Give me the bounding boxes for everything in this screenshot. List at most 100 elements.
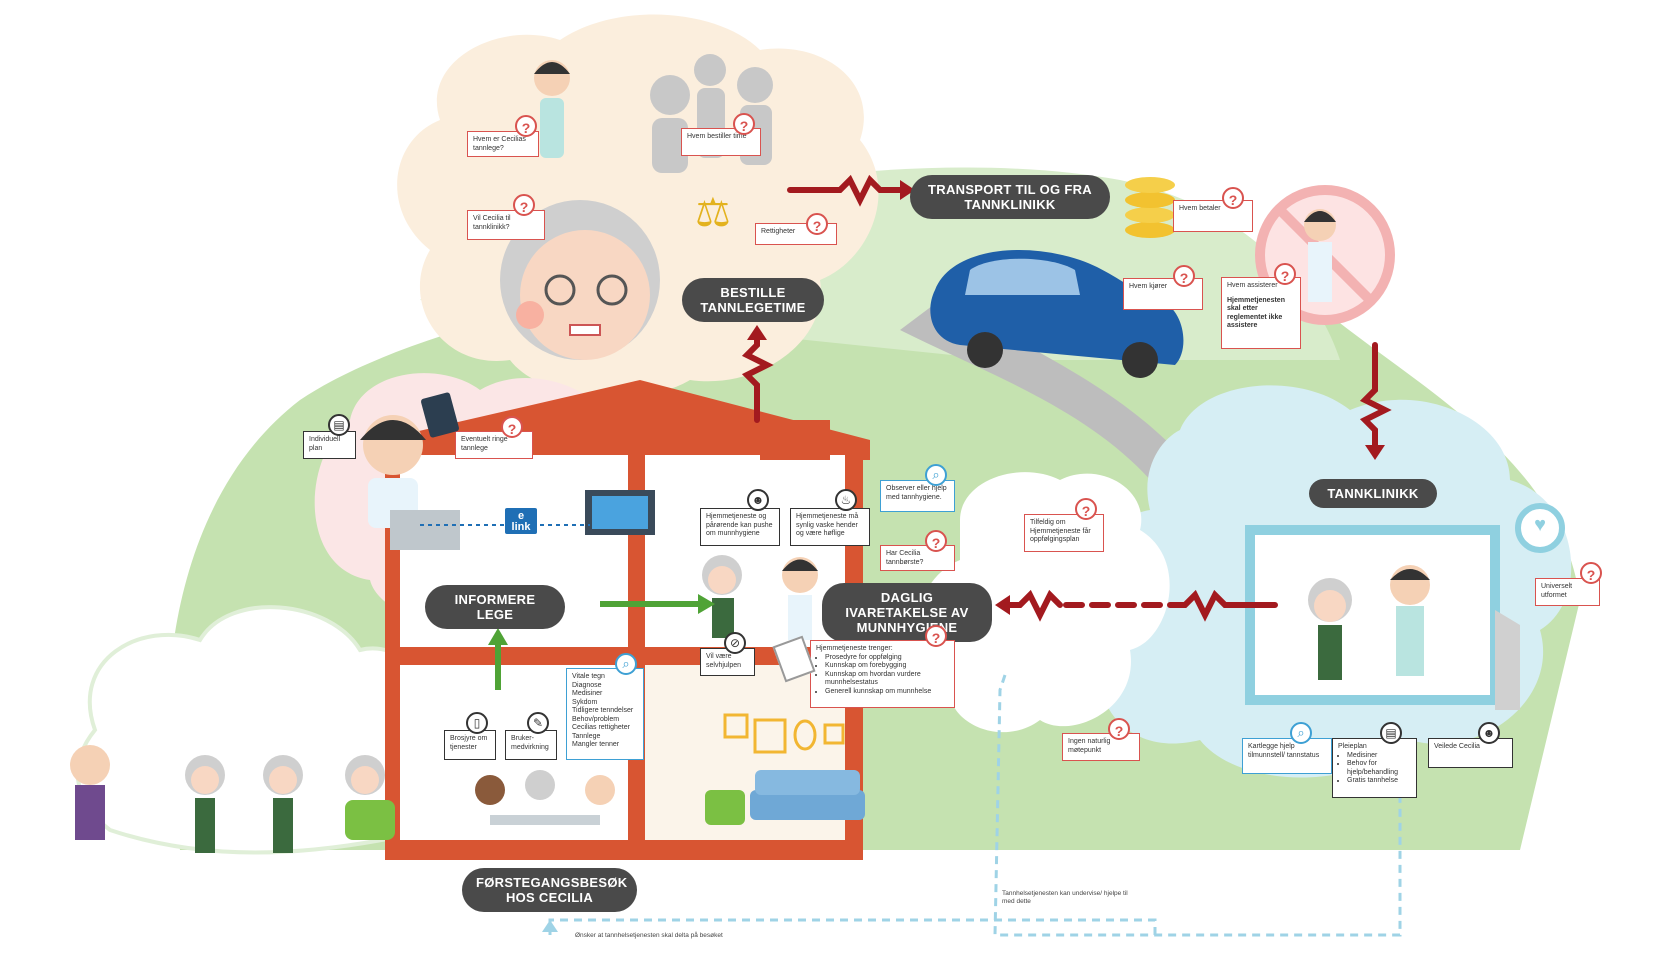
question-icon: ? [501,416,523,438]
arrow-to-daglig [1167,589,1278,622]
armchair [705,790,745,825]
tooth-icon: ♥ [1534,514,1546,536]
nurse-prohibited [1304,209,1336,302]
question-icon: ? [1108,718,1130,740]
list-item: Cecilias rettigheter [572,724,630,731]
multitask-figure [70,745,110,840]
note-veilede: Veilede Cecilia [1428,738,1513,768]
note-hvem-betaler: Hvem betaler [1173,200,1253,232]
stage-daglig: DAGLIG IVARETAKELSE AV MUNNHYGIENE [822,583,992,642]
stage-forstegang: FØRSTEGANGSBESØK HOS CECILIA [462,868,637,912]
note-hjemme-trenger: Hjemmetjeneste trenger: Prosedyre for op… [810,640,955,708]
question-icon: ? [733,113,755,135]
note-vil-cecilia: Vil Cecilia til tannklinikk? [467,210,545,240]
people [70,54,1430,853]
note-kartlegge: Kartlegge hjelp tilmunnstell/ tannstatus [1242,738,1332,774]
note-brukermedvirkning: Bruker-medvirkning [505,730,557,760]
handwash-icon: ♨ [835,489,857,511]
note-hvem-assisterer: Hvem assisterer Hjemmetjenesten skal ett… [1221,277,1301,349]
chimney [760,420,830,460]
cecilia-face-large [500,200,660,360]
list-item: Behov for hjelp/behandling [1347,760,1411,777]
cecilia-daglig [702,555,742,638]
elink-e: e [517,510,525,522]
stage-informere: INFORMERE LEGE [425,585,565,629]
text-onsker-delta: Ønsker at tannhelsetjenesten skal delta … [575,932,723,939]
note-universelt: Universelt utformet [1535,578,1600,606]
elink-icon: e link [505,508,537,534]
question-icon: ? [806,213,828,235]
scales-icon: ⚖ [695,190,731,236]
note-hjemme-ikke-assistere: Hjemmetjenesten skal etter reglementet i… [1227,296,1285,330]
list-item: Tannlege [572,732,601,740]
group-icon: ☻ [747,489,769,511]
clinic-cecilia [1308,578,1352,680]
list-item: Sykdom [572,698,598,706]
question-icon: ? [1580,562,1602,584]
arrow-up-bestille [741,332,774,423]
stage-tannklinikk: TANNKLINIKK [1309,479,1437,508]
red-arrows [741,174,1392,622]
question-icon: ? [1222,187,1244,209]
list-item: Kunnskap om forebygging [825,662,949,671]
question-icon: ? [513,194,535,216]
stage-bestille: BESTILLE TANNLEGETIME [682,278,824,322]
note-hjemme-trenger-title: Hjemmetjeneste trenger: [816,645,893,652]
question-icon: ? [515,115,537,137]
question-icon: ? [1173,265,1195,287]
document-icon: ▤ [328,414,350,436]
brochure-icon: ▯ [466,712,488,734]
meeting-figures [475,770,615,805]
list-item: Medisiner [1347,752,1411,761]
feedback-dashed-line [548,674,1402,937]
laptop [390,510,460,550]
list-item: Kunnskap om hvordan vurdere munnhelsesta… [825,671,949,688]
note-hvem-kjorer: Hvem kjører [1123,278,1203,310]
note-individuell-plan: Individuell plan [303,431,356,459]
clinic-screen [1245,503,1565,710]
note-hjemme-synlig: Hjemmetjeneste må synlig vaske hender og… [790,508,870,546]
note-vil-selvhjulpen: Vil være selvhjulpen [700,648,755,676]
list-item: Tidligere tenndelser [572,707,634,714]
note-pleieplan: Pleieplan Medisiner Behov for hjelp/beha… [1332,738,1417,798]
arrow-to-transport [787,174,903,207]
cecilia-row [185,755,395,853]
note-hvem-bestiller: Hvem bestiller time [681,128,761,156]
elink-link: link [511,521,531,533]
dentist-figure-top [534,60,570,158]
magnifier-icon: ⌕ [1290,722,1312,744]
list-item: Gratis tannhelse [1347,777,1411,786]
pen-icon: ✎ [527,712,549,734]
note-pleieplan-title: Pleieplan [1338,743,1367,750]
list-item: Behov/problem [572,715,620,723]
list-item: Medisiner [572,690,603,697]
document-icon: ▤ [1380,722,1402,744]
note-hjemme-parorende: Hjemmetjeneste og pårørende kan pushe om… [700,508,780,546]
nurse-daglig [782,557,818,640]
question-icon: ? [925,625,947,647]
note-brosjyre: Brosjyre om tjenester [444,730,496,760]
sofa [750,790,865,820]
list-item: Mangler tenner [572,741,620,748]
question-icon: ? [925,530,947,552]
note-eventuelt-tannlege: Eventuelt ringe tannlege [455,431,533,459]
text-tannhelse-undervise: Tannhelsetjenesten kan undervise/ hjelpe… [1002,890,1128,905]
green-arrows [488,594,715,690]
magnifier-icon: ⌕ [615,653,637,675]
no-help-icon: ⊘ [724,632,746,654]
note-ingen-naturlig: Ingen naturlig møtepunkt [1062,733,1140,761]
coins [1125,177,1175,238]
car [930,250,1184,378]
question-icon: ? [1075,498,1097,520]
stage-transport: TRANSPORT TIL OG FRA TANNKLINIKK [910,175,1110,219]
note-har-tannborste: Har Cecilia tannbørste? [880,545,955,571]
picture-frame [723,713,749,739]
people-icon: ☻ [1478,722,1500,744]
note-hvem-assisterer-title: Hvem assisterer [1227,282,1278,289]
list-item: Vitale tegn [572,673,605,680]
note-observer: Observer eller hjelp med tannhygiene. [880,480,955,512]
list-item: Generell kunnskap om munnhelse [825,688,949,697]
note-vitale: Vitale tegn Diagnose Medisiner Sykdom Ti… [566,668,644,760]
list-item: Diagnose [572,681,602,689]
